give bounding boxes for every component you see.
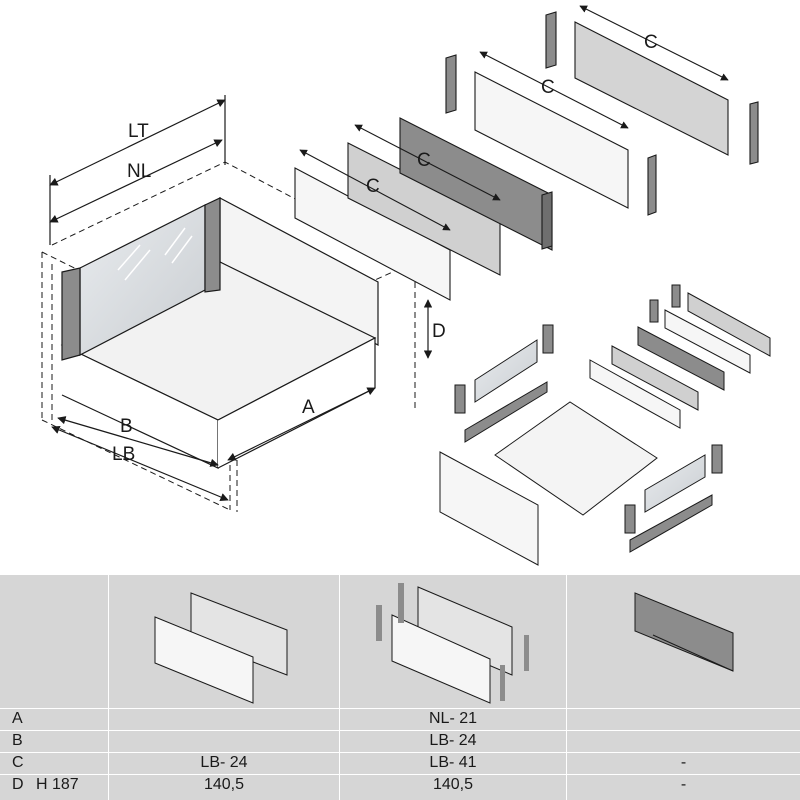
cell <box>567 731 800 751</box>
clip <box>711 444 723 474</box>
bracket <box>647 154 657 216</box>
column-divider <box>339 575 340 800</box>
bracket <box>749 101 759 165</box>
row-label: B <box>12 732 23 749</box>
runner <box>629 494 713 553</box>
clip <box>624 504 636 534</box>
runner <box>464 381 548 443</box>
cell: LB- 24 <box>200 754 248 771</box>
table-row: B LB- 24 <box>0 730 800 751</box>
label-lb: LB <box>112 444 135 465</box>
cell: - <box>680 754 687 771</box>
bracket <box>545 11 557 69</box>
table-row: A NL- 21 <box>0 708 800 729</box>
clip <box>649 299 659 323</box>
cell <box>109 709 339 729</box>
cell: LB- 41 <box>429 754 477 771</box>
side-runner-left <box>61 267 81 361</box>
exploded-kit <box>439 284 771 566</box>
spec-table: A NL- 21 B LB- 24 C LB- 24 LB- 41 - D H … <box>0 575 800 800</box>
clip <box>542 324 554 354</box>
glass-rail <box>644 454 706 513</box>
glass-rail <box>474 339 538 403</box>
front-panel <box>439 451 539 566</box>
cell: - <box>680 776 687 793</box>
cell <box>567 709 800 729</box>
base-panel <box>494 401 658 516</box>
exploded-panels <box>294 11 759 301</box>
label-c-3: C <box>541 77 555 98</box>
row-label: C <box>12 754 24 771</box>
label-c-1: C <box>366 176 380 197</box>
label-a: A <box>302 397 315 418</box>
bracket <box>541 191 553 250</box>
row-sublabel: H 187 <box>36 776 79 793</box>
thumb-panels-col1 <box>154 592 288 704</box>
clip <box>454 384 466 414</box>
label-nl: NL <box>127 161 151 182</box>
cell: 140,5 <box>432 776 474 793</box>
cell: NL- 21 <box>428 710 478 727</box>
cell: 140,5 <box>203 776 245 793</box>
column-divider <box>108 575 109 800</box>
label-c-2: C <box>417 150 431 171</box>
cell: LB- 24 <box>429 732 477 749</box>
label-c-4: C <box>644 32 658 53</box>
row-label: A <box>12 710 23 727</box>
side-runner-right <box>204 197 221 293</box>
cell <box>109 731 339 751</box>
column-divider <box>566 575 567 800</box>
dimension-lines <box>49 95 433 501</box>
thumb-panel-col3 <box>634 592 734 672</box>
label-b: B <box>120 416 133 437</box>
thumb-panels-col2 <box>376 583 529 704</box>
table-row: C LB- 24 LB- 41 - <box>0 752 800 773</box>
row-label: D <box>12 776 24 793</box>
label-d: D <box>432 321 446 342</box>
drawer-exploded-diagram: LT NL B LB A D C C C C <box>41 5 771 566</box>
clip <box>671 284 681 308</box>
bracket <box>445 54 457 114</box>
table-row: D H 187 140,5 140,5 - <box>0 774 800 795</box>
label-lt: LT <box>128 121 149 142</box>
